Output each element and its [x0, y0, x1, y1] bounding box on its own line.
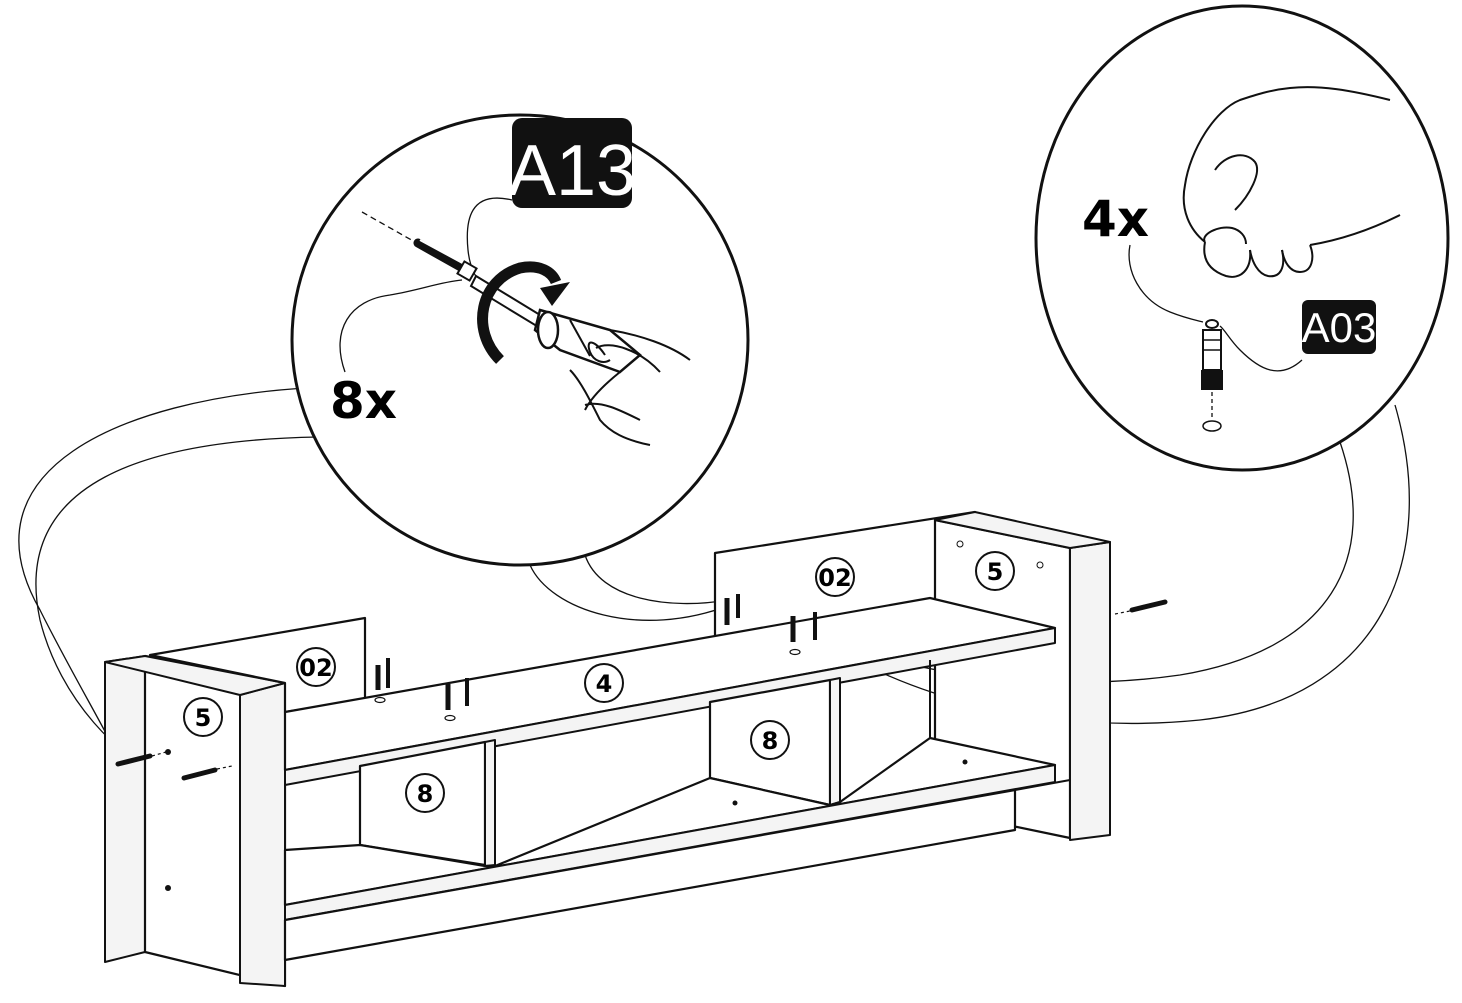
screw-icon [181, 765, 233, 781]
cam-dowel-icon [1201, 319, 1223, 418]
rotation-arrow-icon [477, 261, 570, 364]
cam-dowel-icon [374, 594, 817, 722]
body-screws [115, 594, 1168, 781]
side-panel-right-top [934, 511, 1111, 549]
part-number-8-right: 8 [762, 727, 779, 755]
part-number-4: 4 [596, 670, 613, 698]
part-label-divider-left: 8 [405, 773, 445, 813]
screw-axis [361, 211, 416, 243]
leader-line-left-outer [18, 387, 306, 761]
furniture-assembly: 02 02 5 5 4 8 [104, 510, 1168, 988]
part-label-back-right: 02 [815, 557, 855, 597]
leader-line-center-inner [584, 554, 729, 605]
leader-line-center-outer [529, 564, 731, 621]
divider-right-edge [829, 677, 841, 806]
plinth [283, 788, 1017, 962]
divider-left-edge [484, 739, 496, 867]
part-code-badge-a03: A03 [1302, 300, 1377, 354]
quantity-8x: 8x [330, 372, 397, 430]
callout-dowel: 4x A03 [1034, 4, 1450, 472]
leader-4x [1128, 244, 1204, 323]
part-labels: 02 02 5 5 4 8 [183, 551, 1015, 813]
callout-screwdriver: A13 8x [290, 113, 750, 567]
screw-icon [115, 751, 167, 767]
part-label-shelf: 4 [584, 663, 624, 703]
hand-icon [1182, 86, 1401, 278]
part-code-a03: A03 [1302, 304, 1377, 351]
side-panel-left-edge [104, 655, 146, 963]
part-label-back-left: 02 [296, 647, 336, 687]
side-panel-left-front-edge [239, 682, 286, 987]
side-panel-right-edge [1069, 541, 1111, 841]
part-label-side-left: 5 [183, 697, 223, 737]
screw-icon [413, 238, 478, 282]
leader-a03 [1219, 325, 1303, 372]
hand-icon [569, 329, 691, 446]
part-number-5-left: 5 [195, 704, 212, 732]
part-code-badge-a13: A13 [508, 118, 636, 211]
part-number-02-left: 02 [299, 654, 332, 682]
part-number-02-right: 02 [818, 564, 851, 592]
leader-line-right-outer [799, 404, 1410, 725]
part-number-8-left: 8 [417, 780, 434, 808]
callout-circle-left [290, 113, 750, 567]
part-number-5-right: 5 [987, 558, 1004, 586]
part-label-side-right: 5 [975, 551, 1015, 591]
quantity-4x: 4x [1082, 190, 1149, 248]
part-label-divider-right: 8 [750, 720, 790, 760]
hole-icon [1202, 420, 1222, 432]
part-code-a13: A13 [508, 131, 636, 211]
pilot-holes [165, 540, 1044, 891]
leader-8x [339, 279, 463, 373]
screw-icon [1114, 599, 1168, 615]
